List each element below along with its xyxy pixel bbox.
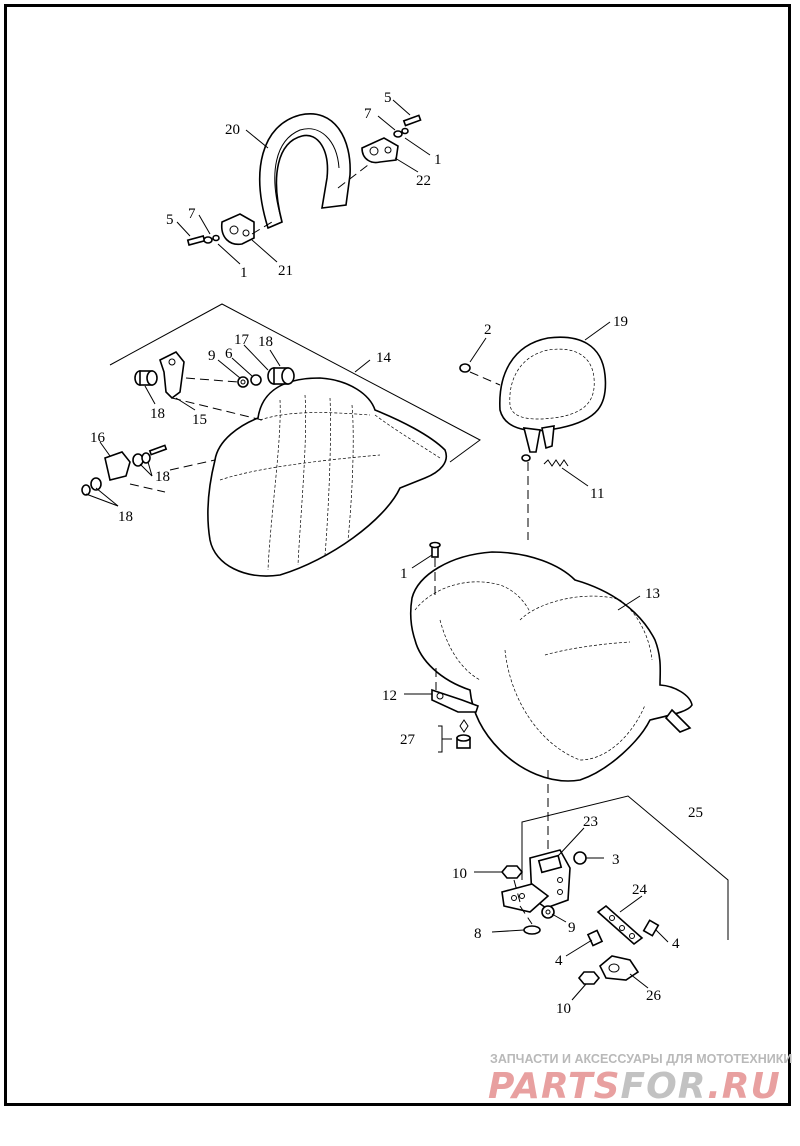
callout-18-c: 18 (155, 469, 170, 485)
callout-26: 26 (646, 988, 662, 1004)
grommet-part-18-a (134, 370, 158, 386)
plate-part-24 (596, 904, 644, 946)
bracket-27 (438, 725, 452, 753)
passenger-backrest-part-19 (499, 336, 607, 462)
callout-24: 24 (632, 882, 648, 898)
callout-10-a: 10 (452, 866, 467, 882)
callout-9-a: 9 (208, 348, 216, 364)
fasteners-part-27 (456, 719, 471, 749)
spacer-part-6 (250, 374, 262, 386)
nut-part-10-b (577, 971, 601, 985)
callout-16: 16 (90, 430, 106, 446)
callout-10-b: 10 (556, 1001, 571, 1017)
watermark-tagline: ЗАПЧАСТИ И АКСЕССУАРЫ ДЛЯ МОТОТЕХНИКИ (490, 1052, 792, 1066)
callout-7-left: 7 (188, 206, 196, 222)
reference-line-25 (521, 795, 729, 940)
callout-19: 19 (613, 314, 628, 330)
callout-labels: 1 5 7 22 20 5 7 1 21 17 18 9 6 14 18 15 … (90, 90, 703, 1017)
watermark-logo: PARTSFOR.RU (488, 1066, 781, 1107)
bolt-part-4-a (642, 919, 660, 937)
callout-5-top: 5 (384, 90, 392, 106)
washer-part-7-top (393, 127, 409, 138)
callout-7-top: 7 (364, 106, 372, 122)
mount-bracket-part-15 (159, 350, 185, 400)
callout-2: 2 (484, 322, 492, 338)
watermark-logo-for: FOR (621, 1066, 708, 1107)
callout-8: 8 (474, 926, 482, 942)
strap-part-12 (431, 688, 480, 713)
mount-part-16 (104, 451, 131, 481)
callout-6: 6 (225, 346, 233, 362)
spring-part-11 (543, 459, 569, 467)
callout-18-a: 18 (258, 334, 273, 350)
backrest-hoop-part-20 (258, 113, 351, 230)
callout-18-b: 18 (150, 406, 165, 422)
leader-lines (85, 99, 669, 1001)
callout-22: 22 (416, 173, 431, 189)
callout-1-mid: 1 (400, 566, 408, 582)
grommet-part-18-b (267, 367, 295, 385)
nut-part-10-a (500, 865, 524, 879)
callout-9-b: 9 (568, 920, 576, 936)
nut-part-3 (573, 851, 587, 865)
callout-25: 25 (688, 805, 703, 821)
callout-15: 15 (192, 412, 207, 428)
callout-1-left: 1 (240, 265, 248, 281)
bolt-part-5-top (402, 114, 422, 127)
watermark-logo-ru: .RU (707, 1066, 781, 1107)
bracket-part-22 (361, 137, 399, 164)
watermark-logo-parts: PARTS (488, 1066, 621, 1107)
reference-line-14 (109, 303, 481, 463)
callout-12: 12 (382, 688, 397, 704)
callout-3: 3 (612, 852, 620, 868)
hinge-bracket-part-23 (501, 849, 571, 913)
callout-14: 14 (376, 350, 392, 366)
bolt-part-4-b (586, 929, 604, 947)
callout-4-b: 4 (555, 953, 563, 969)
washers-part-18-group (81, 444, 168, 496)
callout-21: 21 (278, 263, 293, 279)
seat-part-13 (409, 551, 693, 782)
backrest-pad-part-14 (207, 377, 447, 577)
bolt-part-5-left (186, 235, 206, 246)
callout-17: 17 (234, 332, 250, 348)
callout-18-d: 18 (118, 509, 133, 525)
callout-5-left: 5 (166, 212, 174, 228)
washer-part-8 (523, 925, 541, 935)
callout-1-top: 1 (434, 152, 442, 168)
bolt-part-1-mid (429, 541, 441, 558)
callout-13: 13 (645, 586, 660, 602)
latch-part-26 (599, 955, 640, 981)
bracket-part-21 (220, 213, 255, 246)
callout-11: 11 (590, 486, 604, 502)
callout-23: 23 (583, 814, 598, 830)
callout-4-a: 4 (672, 936, 680, 952)
callout-27: 27 (400, 732, 416, 748)
diagram-frame (4, 4, 791, 1106)
washer-part-7-left (203, 234, 220, 244)
nut-part-9-b (541, 905, 555, 919)
nut-part-9-a (237, 376, 249, 388)
cap-part-2 (459, 363, 471, 373)
callout-20: 20 (225, 122, 240, 138)
watermark: ЗАПЧАСТИ И АКСЕССУАРЫ ДЛЯ МОТОТЕХНИКИ PA… (488, 1052, 792, 1107)
